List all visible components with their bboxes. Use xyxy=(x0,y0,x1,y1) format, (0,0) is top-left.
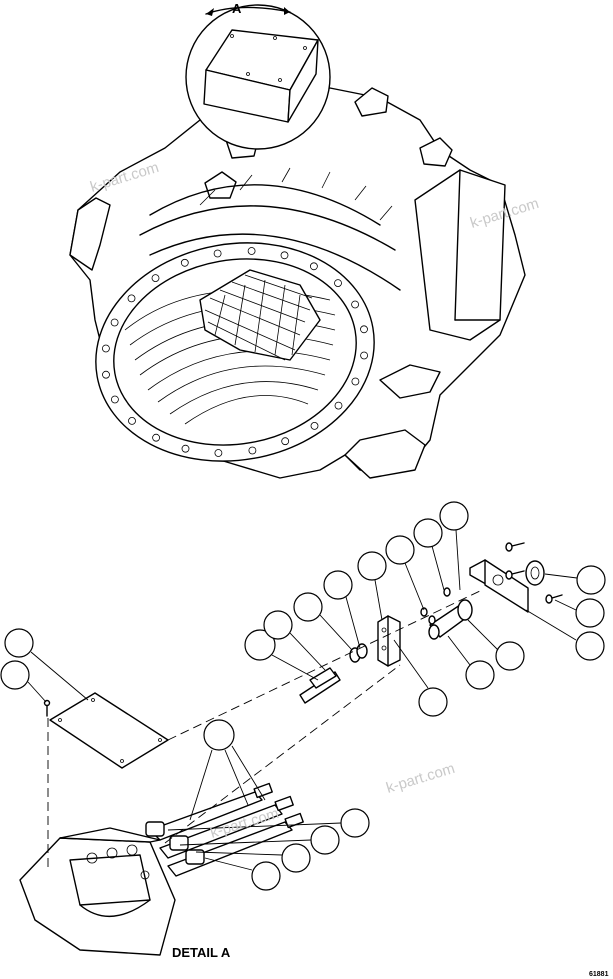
callout-14 xyxy=(525,609,605,661)
flange-bolt-hole xyxy=(181,444,190,453)
flange-bolt-hole xyxy=(102,344,110,353)
callout-bubbles xyxy=(0,501,606,891)
callout-10 xyxy=(413,518,445,591)
callout-4 xyxy=(244,629,319,681)
flange-bolt-hole xyxy=(351,300,360,309)
detail-label: DETAIL A xyxy=(172,945,231,960)
assembly-lines xyxy=(47,589,483,870)
flange-bolt-hole xyxy=(128,416,136,425)
terminal-assembly-parts xyxy=(299,542,563,704)
callout-11 xyxy=(439,501,469,591)
flange-bolt-hole xyxy=(127,294,136,303)
flange-bolt-hole xyxy=(248,446,257,455)
flange-bolt-hole xyxy=(309,262,318,271)
callout-17 xyxy=(393,639,448,717)
flange-bolt-hole xyxy=(152,433,161,442)
callout-12 xyxy=(544,565,606,595)
callout-16 xyxy=(447,635,495,690)
callout-18 xyxy=(167,808,370,838)
flange-bolt-hole xyxy=(310,421,319,430)
callout-6 xyxy=(293,592,353,651)
flange-bolt-hole xyxy=(280,251,289,260)
callout-9 xyxy=(385,535,425,611)
flange-bolt-hole xyxy=(110,318,119,327)
flange-bolt-hole xyxy=(334,401,343,410)
callout-15 xyxy=(467,619,525,671)
flange-bolt-hole xyxy=(180,258,189,267)
callout-7 xyxy=(323,570,361,649)
terminal-box-base xyxy=(19,827,176,956)
callout-13 xyxy=(554,598,605,628)
callout-3 xyxy=(189,719,266,821)
figure-number: 61881 xyxy=(589,971,609,978)
callout-5 xyxy=(263,610,326,671)
flange-bolt-hole xyxy=(214,449,223,457)
generator-housing xyxy=(69,4,526,479)
flange-bolt-hole xyxy=(151,274,160,283)
flange-bolt-hole xyxy=(351,377,360,386)
flange-bolt-hole xyxy=(247,247,256,255)
callout-20 xyxy=(195,843,311,873)
watermark-3: k-part.com xyxy=(384,760,457,797)
view-label-a: A xyxy=(232,1,242,16)
flange-bolt-hole xyxy=(213,249,222,258)
callout-1 xyxy=(4,628,89,701)
callout-8 xyxy=(357,551,387,621)
callout-21 xyxy=(204,857,281,891)
flange-bolt-hole xyxy=(334,279,342,288)
flange-bolt-hole xyxy=(102,370,110,379)
flange-bolt-hole xyxy=(281,437,290,446)
flange-bolt-hole xyxy=(360,351,369,360)
flange-bolt-hole xyxy=(111,395,119,404)
terminal-box-cover xyxy=(43,692,169,769)
callout-19 xyxy=(179,825,340,855)
flange-bolt-hole xyxy=(360,325,368,334)
callout-2 xyxy=(0,660,47,703)
